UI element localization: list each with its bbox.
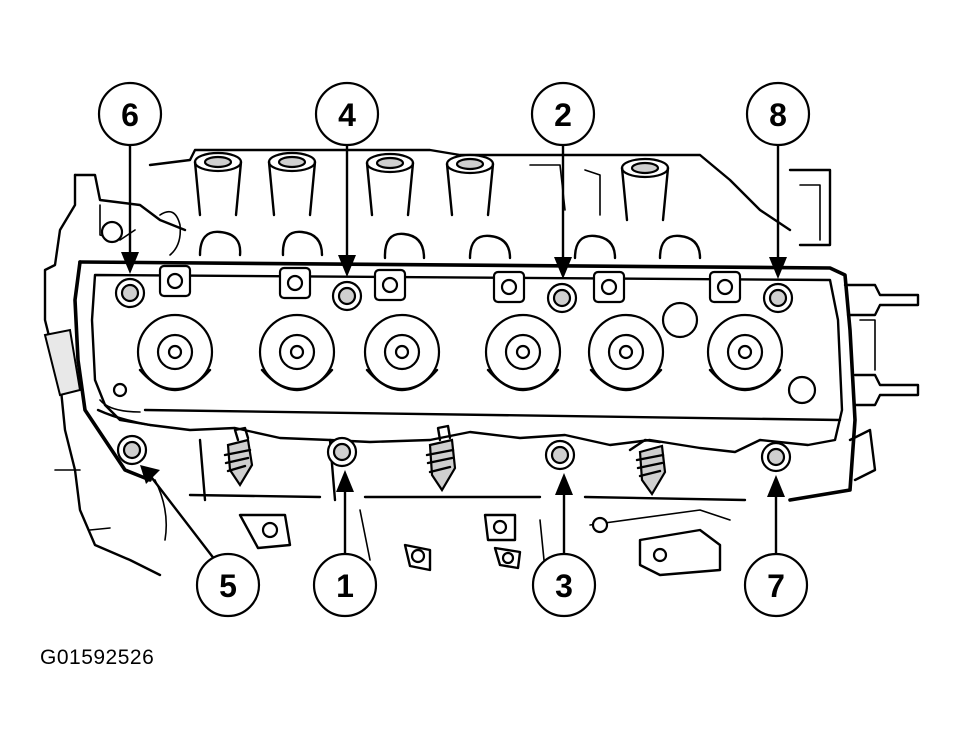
head-bolt-4 [331, 280, 363, 312]
head-bolt-6 [114, 277, 146, 309]
head-bolt-8 [762, 282, 794, 314]
camshaft-tabs [158, 264, 742, 304]
head-bolts [114, 277, 794, 473]
callout-5-label: 5 [219, 568, 237, 604]
head-bolt-7 [760, 441, 792, 473]
callout-8-label: 8 [769, 97, 787, 133]
callout-1-label: 1 [336, 568, 354, 604]
callout-2-label: 2 [554, 97, 572, 133]
callout-3-label: 3 [555, 568, 573, 604]
callout-3: 3 [531, 473, 597, 618]
callouts: 6 4 2 8 5 [97, 81, 811, 618]
cylinder-head-body [73, 260, 857, 502]
callout-2: 2 [530, 81, 596, 279]
callout-4: 4 [314, 81, 380, 277]
head-bolt-5 [116, 434, 148, 466]
engine-block-right [843, 283, 920, 482]
figure-id: G01592526 [40, 646, 155, 669]
head-bolt-1 [326, 436, 358, 468]
intake-ports [148, 148, 832, 260]
callout-8: 8 [745, 81, 811, 279]
lower-injector-area [154, 424, 747, 577]
callout-5: 5 [140, 465, 261, 618]
head-bolt-3 [544, 439, 576, 471]
callout-6-label: 6 [121, 97, 139, 133]
head-bolt-2 [546, 282, 578, 314]
callout-6: 6 [97, 81, 163, 274]
callout-1: 1 [312, 470, 378, 618]
callout-4-label: 4 [338, 97, 356, 133]
callout-7-label: 7 [767, 568, 785, 604]
callout-7: 7 [743, 475, 809, 618]
engine-block-left [43, 173, 187, 577]
spark-plug-wells [112, 301, 817, 405]
